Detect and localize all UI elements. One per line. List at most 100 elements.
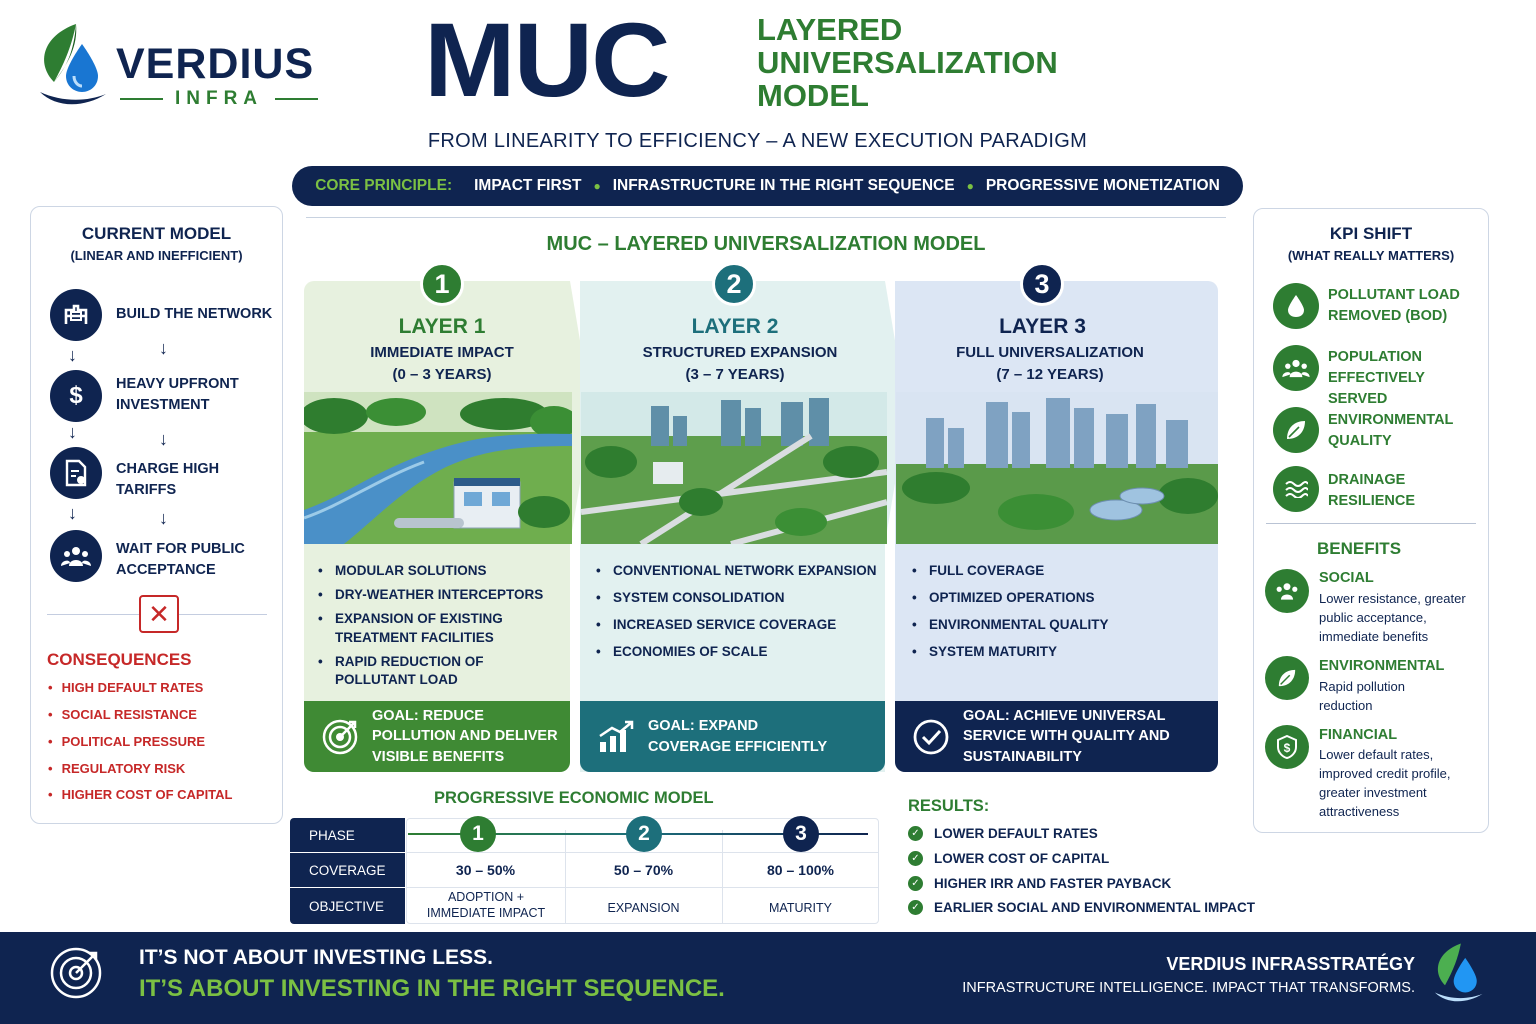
layer-2-bullets: CONVENTIONAL NETWORK EXPANSION SYSTEM CO…	[596, 562, 881, 662]
layer-heading: LAYER 1	[398, 315, 486, 338]
footer-line-1: IT’S NOT ABOUT INVESTING LESS.	[139, 946, 493, 969]
divider	[1266, 523, 1476, 524]
consequence-item: HIGH DEFAULT RATES	[48, 680, 204, 695]
bullet-item: MODULAR SOLUTIONS	[318, 562, 563, 581]
leaf-icon	[1273, 407, 1319, 453]
layer-3-goal: GOAL: ACHIEVE UNIVERSAL SERVICE WITH QUA…	[895, 701, 1218, 772]
footer-tagline: INFRASTRUCTURE INTELLIGENCE. IMPACT THAT…	[962, 980, 1415, 996]
bullet-item: SYSTEM CONSOLIDATION	[596, 589, 881, 608]
check-icon: ✓	[908, 876, 923, 891]
shield-dollar-icon: $	[1265, 725, 1309, 769]
current-model-title: CURRENT MODEL	[81, 224, 232, 243]
goal-text: GOAL: EXPAND COVERAGE EFFICIENTLY	[648, 718, 828, 755]
principle-item: INFRASTRUCTURE IN THE RIGHT SEQUENCE	[612, 177, 955, 194]
current-model-subtitle: (LINEAR AND INEFFICIENT)	[70, 248, 243, 263]
page-title-side: LAYERED UNIVERSALIZATION MODEL	[757, 13, 1058, 113]
bullet-item: SYSTEM MATURITY	[912, 643, 1202, 662]
kpi-title: KPI SHIFT	[1329, 224, 1413, 243]
bullet-item: EXPANSION OF EXISTING TREATMENT FACILITI…	[318, 610, 518, 648]
waves-icon	[1273, 466, 1319, 512]
footer-brand: VERDIUS INFRASSTRATÉGY	[1166, 954, 1415, 974]
layer-1-bullets: MODULAR SOLUTIONS DRY-WEATHER INTERCEPTO…	[318, 562, 563, 690]
kpi-label: ENVIRONMENTAL QUALITY	[1328, 412, 1454, 450]
principle-label: CORE PRINCIPLE:	[315, 177, 453, 194]
page-title-text: MUC	[424, 2, 671, 119]
result-item: ✓EARLIER SOCIAL AND ENVIRONMENTAL IMPACT	[908, 900, 1255, 915]
coverage-value: 80 – 100%	[767, 862, 834, 878]
target-icon	[48, 945, 104, 1006]
divider	[722, 830, 723, 924]
bullet-item: DRY-WEATHER INTERCEPTORS	[318, 586, 563, 605]
divider	[406, 887, 879, 888]
people-icon	[1273, 345, 1319, 391]
layer-number-badge: 1	[420, 262, 464, 306]
benefit-title: ENVIRONMENTAL	[1319, 658, 1445, 674]
layer-3-bullets: FULL COVERAGE OPTIMIZED OPERATIONS ENVIR…	[912, 562, 1202, 662]
principle-item: PROGRESSIVE MONETIZATION	[985, 177, 1220, 194]
layer-years: (3 – 7 YEARS)	[685, 366, 785, 383]
consequence-item: REGULATORY RISK	[48, 761, 186, 776]
step-label: BUILD THE NETWORK	[116, 306, 273, 322]
footer-line-2: IT’S ABOUT INVESTING IN THE RIGHT SEQUEN…	[139, 975, 725, 1002]
pipe-network-icon	[50, 289, 102, 341]
consequences-title: CONSEQUENCES	[47, 650, 192, 669]
target-icon	[318, 718, 362, 756]
goal-text: GOAL: REDUCE POLLUTION AND DELIVER VISIB…	[372, 708, 558, 765]
benefit-title: FINANCIAL	[1319, 727, 1398, 743]
layer-years: (0 – 3 YEARS)	[392, 366, 492, 383]
core-principle-bar: CORE PRINCIPLE: IMPACT FIRST ● INFRASTRU…	[292, 166, 1243, 206]
brand-logo	[36, 22, 108, 108]
river-treatment-illustration	[304, 392, 572, 544]
coverage-value: 30 – 50%	[455, 862, 516, 878]
layer-name: FULL UNIVERSALIZATION	[956, 344, 1144, 361]
layer-1-goal: GOAL: REDUCE POLLUTION AND DELIVER VISIB…	[304, 701, 570, 772]
bullet-item: INCREASED SERVICE COVERAGE	[596, 616, 881, 635]
result-text: LOWER COST OF CAPITAL	[934, 851, 1110, 866]
phase-number-badge: 3	[783, 816, 819, 852]
goal-text: GOAL: ACHIEVE UNIVERSAL SERVICE WITH QUA…	[963, 708, 1170, 765]
objective-value: ADOPTION + IMMEDIATE IMPACT	[426, 890, 546, 921]
result-text: EARLIER SOCIAL AND ENVIRONMENTAL IMPACT	[934, 900, 1256, 915]
arrow-down-icon: ↓	[159, 508, 168, 528]
separator-dot-icon: ●	[593, 179, 601, 193]
kpi-label: POLLUTANT LOAD REMOVED (BOD)	[1328, 287, 1460, 325]
city-expansion-illustration	[581, 392, 887, 544]
check-circle-icon	[909, 718, 953, 756]
title-side-line: MODEL	[757, 77, 869, 113]
arrow-down-icon: ↓	[68, 345, 77, 365]
consequence-item: HIGHER COST OF CAPITAL	[48, 787, 233, 802]
layer-number-badge: 2	[712, 262, 756, 306]
benefit-text: Lower resistance, greater public accepta…	[1319, 591, 1466, 644]
bullet-item: RAPID REDUCTION OF POLLUTANT LOAD	[318, 653, 488, 691]
kpi-panel: KPI SHIFT (WHAT REALLY MATTERS) POLLUTAN…	[1253, 208, 1489, 833]
row-label: OBJECTIVE	[290, 888, 405, 924]
row-label: COVERAGE	[290, 853, 405, 887]
water-drop-icon	[1273, 283, 1319, 329]
title-side-line: UNIVERSALIZATION	[757, 44, 1058, 80]
brand-sub-text: INFRA	[174, 88, 264, 109]
layer-years: (7 – 12 YEARS)	[996, 366, 1104, 383]
check-icon: ✓	[908, 851, 923, 866]
leaf-icon	[1265, 656, 1309, 700]
community-icon	[1265, 569, 1309, 613]
objective-value: EXPANSION	[607, 901, 680, 915]
dollar-icon: $	[50, 370, 102, 422]
brand-subtitle: INFRA	[120, 88, 318, 110]
consequence-item: POLITICAL PRESSURE	[48, 734, 206, 749]
brand-name: VERDIUS	[116, 40, 315, 88]
layer-heading: LAYER 2	[691, 315, 779, 338]
layer-number-badge: 3	[1020, 262, 1064, 306]
separator-dot-icon: ●	[966, 179, 974, 193]
result-item: ✓ LOWER COST OF CAPITAL	[908, 851, 1109, 866]
coverage-value: 50 – 70%	[613, 862, 674, 878]
bullet-item: CONVENTIONAL NETWORK EXPANSION	[596, 562, 881, 581]
step-label: WAIT FOR PUBLIC ACCEPTANCE	[116, 541, 245, 579]
bill-icon	[50, 447, 102, 499]
layer-name: STRUCTURED EXPANSION	[642, 344, 838, 361]
principle-item: IMPACT FIRST	[474, 177, 582, 194]
bullet-item: FULL COVERAGE	[912, 562, 1202, 581]
divider	[306, 217, 1226, 218]
bullet-item: ECONOMIES OF SCALE	[596, 643, 881, 662]
check-icon: ✓	[908, 826, 923, 841]
layer-name: IMMEDIATE IMPACT	[370, 344, 514, 361]
